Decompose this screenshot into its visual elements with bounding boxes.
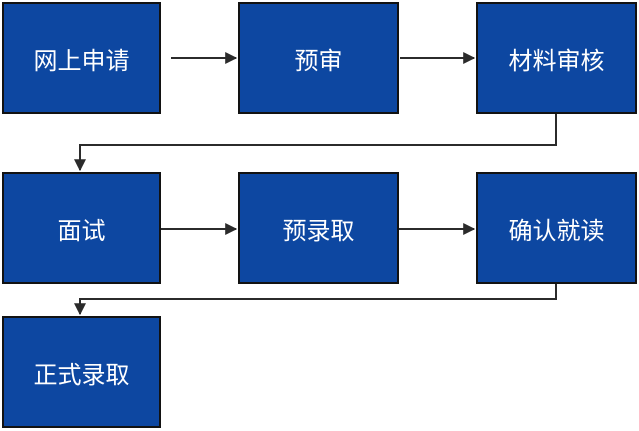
- flow-step-confirm-enrollment: 确认就读: [476, 172, 637, 284]
- flow-step-label: 预审: [294, 46, 343, 75]
- flow-step-pre-review: 预审: [238, 2, 399, 114]
- flow-step-formal-admission: 正式录取: [2, 316, 161, 428]
- flow-step-label: 面试: [57, 216, 106, 245]
- flow-step-document-review: 材料审核: [476, 2, 637, 114]
- flow-step-interview: 面试: [2, 172, 161, 284]
- arrow-step3-to-step4: [74, 114, 557, 172]
- flow-step-online-application: 网上申请: [2, 2, 161, 114]
- flow-step-label: 确认就读: [508, 216, 605, 245]
- flow-step-label: 网上申请: [33, 46, 130, 75]
- flow-step-label: 材料审核: [508, 46, 605, 75]
- arrow-step6-to-step7: [74, 284, 557, 316]
- flow-step-label: 预录取: [282, 216, 355, 245]
- flow-step-label: 正式录取: [33, 360, 130, 389]
- flow-step-pre-admission: 预录取: [238, 172, 399, 284]
